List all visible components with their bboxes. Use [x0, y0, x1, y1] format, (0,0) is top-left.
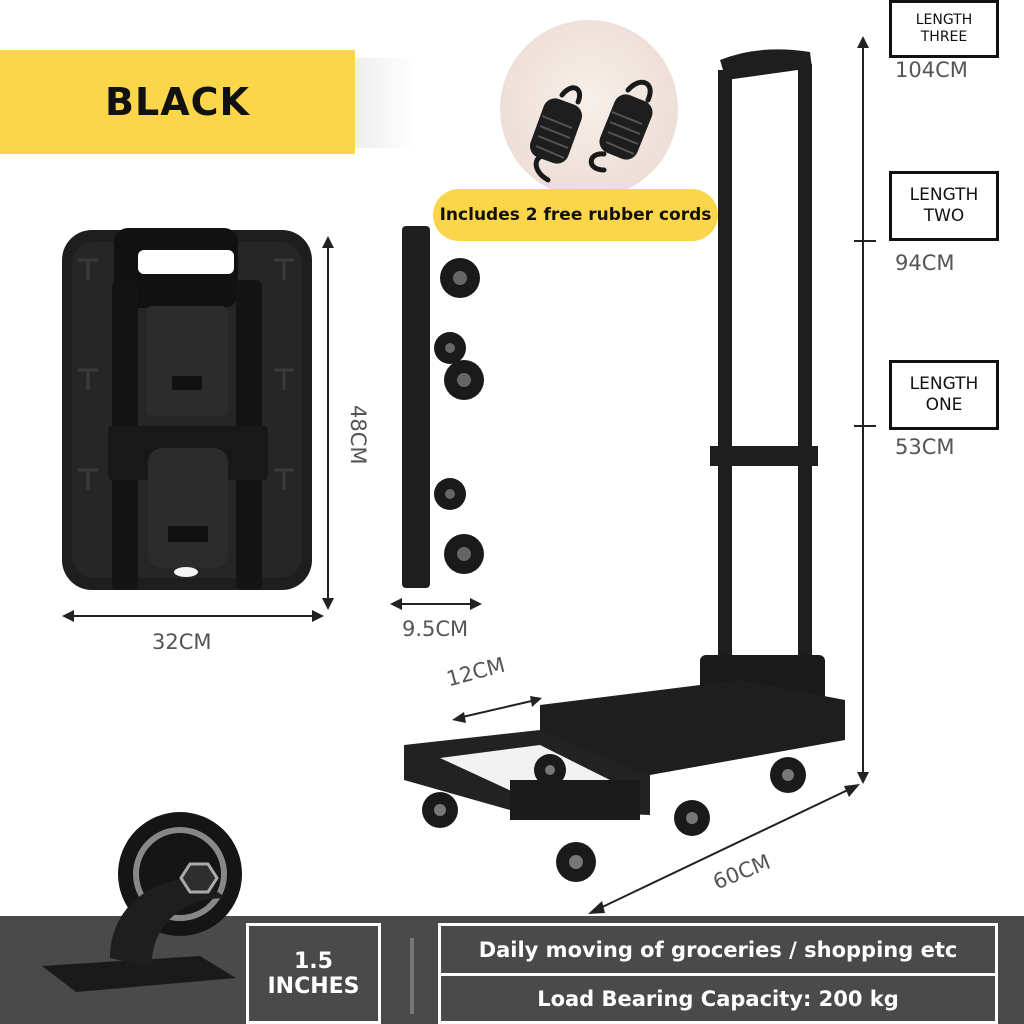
- length-two-value: 94CM: [895, 251, 955, 275]
- banner-shadow: [355, 58, 415, 148]
- platform-length-arrow: [588, 784, 860, 914]
- length-one-box: LENGTH ONE: [889, 360, 999, 430]
- height-ruler: [854, 36, 876, 784]
- folded-height-label: 48CM: [346, 405, 370, 465]
- free-cords-badge: Includes 2 free rubber cords: [433, 189, 718, 241]
- length-two-box: LENGTH TWO: [889, 171, 999, 241]
- length-three-line1: LENGTH: [915, 11, 973, 28]
- bar-divider: [410, 938, 414, 1014]
- wheel-size-value: 1.5: [294, 948, 333, 974]
- feature-usage-box: Daily moving of groceries / shopping etc: [438, 923, 998, 976]
- depth-arrow: [390, 598, 482, 610]
- width-arrow: [62, 610, 324, 622]
- platform-width-arrow: [452, 696, 542, 723]
- folded-trolley-side-image: [402, 226, 484, 588]
- color-label: BLACK: [105, 80, 250, 124]
- length-one-line2: ONE: [925, 395, 963, 415]
- folded-width-label: 32CM: [152, 630, 212, 654]
- length-three-line2: THREE: [920, 29, 968, 45]
- swivel-wheel-icon: [42, 812, 242, 992]
- folded-trolley-front-image: [62, 228, 312, 590]
- trolley-unfolded-image: [404, 49, 845, 882]
- rubber-cord-icon: [529, 79, 653, 183]
- length-three-value: 104CM: [895, 58, 968, 82]
- color-banner: [0, 50, 355, 154]
- wheel-size-unit: INCHES: [267, 973, 360, 999]
- wheel-size-box: 1.5 INCHES: [246, 923, 381, 1024]
- rubber-cords-image: [500, 20, 678, 198]
- length-one-line1: LENGTH: [909, 373, 979, 394]
- feature-capacity-box: Load Bearing Capacity: 200 kg: [438, 976, 998, 1024]
- length-three-box: LENGTH THREE: [889, 0, 999, 58]
- folded-depth-label: 9.5CM: [402, 617, 469, 641]
- height-arrow: [322, 236, 334, 610]
- length-one-value: 53CM: [895, 435, 955, 459]
- length-two-line2: TWO: [923, 206, 965, 226]
- length-two-line1: LENGTH: [909, 184, 979, 205]
